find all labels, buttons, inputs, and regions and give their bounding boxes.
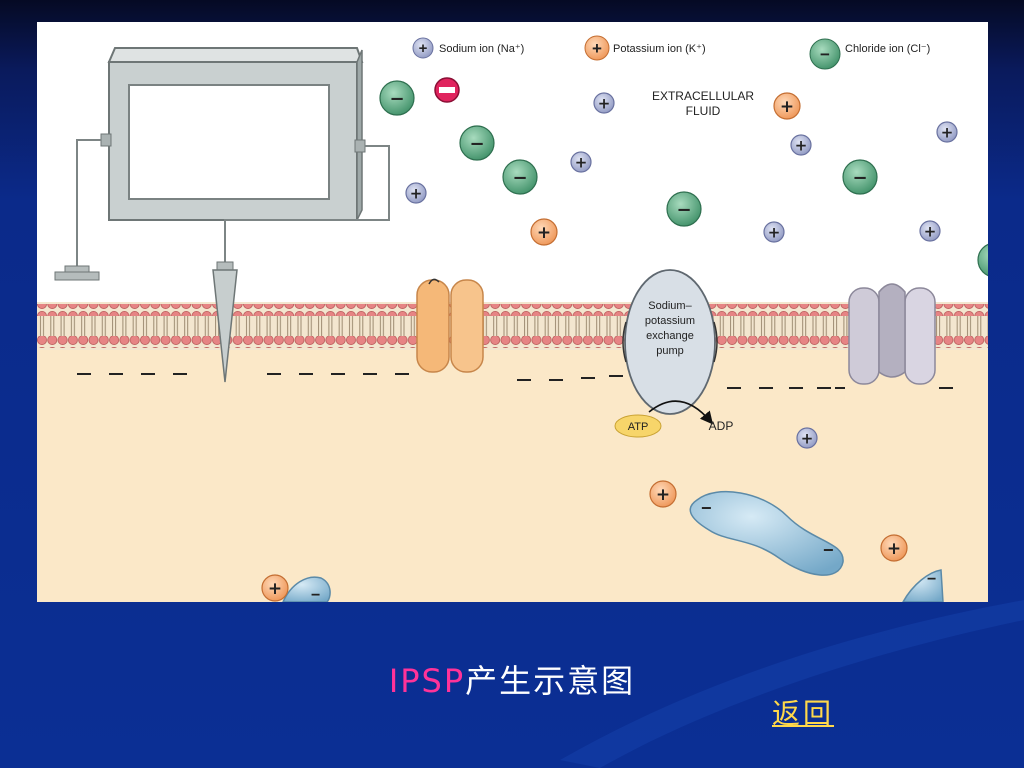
legend-potassium-icon — [584, 35, 610, 61]
pump-label-1: Sodium– — [648, 300, 692, 312]
inhibitory-ion-marker — [434, 77, 460, 103]
slide-caption: IPSP产生示意图 — [0, 656, 1024, 702]
ion-charge-sign: − — [852, 167, 867, 188]
voltmeter-wires — [76, 139, 390, 266]
back-link[interactable]: 返回 — [772, 697, 835, 730]
legend-potassium-sign: + — [592, 39, 602, 58]
voltmeter — [100, 47, 366, 221]
anion-charge-4: − — [927, 571, 936, 588]
ion-charge-sign: − — [512, 167, 527, 188]
pump-label-2: potassium — [645, 315, 695, 327]
chloride-ion: − — [977, 243, 988, 277]
ion-charge-sign: − — [676, 199, 691, 220]
extracellular-label-2: FLUID — [686, 104, 721, 118]
ion-charge-sign: + — [801, 429, 814, 447]
ion-charge-sign: − — [389, 88, 404, 109]
adp-label: ADP — [709, 419, 734, 433]
microelectrode — [212, 261, 238, 383]
ion-charge-sign: − — [987, 250, 988, 271]
diagram-canvas: Sodium– potassium exchange pump ATP ADP … — [37, 35, 988, 602]
anion-charge-2: − — [823, 540, 834, 560]
chloride-ion: − — [459, 125, 495, 161]
intracellular-anions: − − − − — [282, 490, 944, 602]
ion-channel-open — [416, 278, 484, 373]
potassium-ion: + — [261, 574, 289, 602]
sodium-ion: + — [405, 182, 427, 204]
potassium-ion: + — [880, 534, 908, 562]
extracellular-label: EXTRACELLULAR — [652, 89, 754, 103]
chloride-ion: − — [842, 159, 878, 195]
sodium-ion: + — [790, 134, 812, 156]
ground-electrode — [54, 265, 100, 281]
sodium-ion: + — [593, 92, 615, 114]
legend-chloride-icon — [809, 38, 841, 70]
legend-chloride: Chloride ion (Cl⁻) — [845, 43, 930, 55]
ion-charge-sign: + — [410, 184, 423, 202]
ion-charge-sign: + — [656, 485, 670, 505]
sodium-ion: + — [796, 427, 818, 449]
ion-charge-sign: + — [924, 222, 937, 240]
membrane-negative-charges — [77, 373, 953, 389]
legend-sodium-icon — [412, 37, 434, 59]
ion-charge-sign: + — [537, 223, 551, 243]
legend-chloride-sign: − — [820, 45, 830, 64]
anion-charge-1: − — [701, 498, 712, 518]
ion-charge-sign: + — [780, 97, 794, 117]
potassium-ion: + — [773, 92, 801, 120]
ipsp-diagram: Sodium– potassium exchange pump ATP ADP … — [37, 22, 988, 602]
ion-charge-sign: + — [941, 123, 954, 141]
legend-potassium: Potassium ion (K⁺) — [613, 43, 706, 55]
background-swoosh — [560, 600, 1024, 768]
legend-sodium-sign: + — [419, 40, 428, 57]
sodium-ion: + — [570, 151, 592, 173]
ion-charge-sign: − — [469, 133, 484, 154]
sodium-ion: + — [763, 221, 785, 243]
chloride-ion: − — [502, 159, 538, 195]
chloride-ion: − — [666, 191, 702, 227]
ion-charge-sign: + — [795, 136, 808, 154]
caption-chinese: 产生示意图 — [465, 662, 636, 700]
pump-label-4: pump — [656, 345, 684, 357]
sodium-ion: + — [936, 121, 958, 143]
legend-sodium: Sodium ion (Na⁺) — [439, 43, 524, 55]
ion-channel-gray — [848, 283, 936, 385]
potassium-ion: + — [530, 218, 558, 246]
ion-charge-sign: + — [768, 223, 781, 241]
caption-ipsp: IPSP — [388, 662, 466, 700]
legend: + Sodium ion (Na⁺) + Potassium ion (K⁺) … — [412, 35, 930, 70]
atp-reaction: ATP ADP — [614, 400, 734, 438]
pump-label-3: exchange — [646, 330, 694, 342]
ion-charge-sign: + — [268, 579, 282, 599]
cell-membrane — [37, 302, 988, 350]
intracellular-fluid — [37, 347, 988, 602]
ion-charge-sign: + — [575, 153, 588, 171]
potassium-ion: + — [649, 480, 677, 508]
sodium-potassium-pump: Sodium– potassium exchange pump — [622, 269, 718, 415]
anion-charge-3: − — [311, 587, 320, 602]
atp-badge — [614, 414, 662, 438]
ions-layer: − − − − − − + + + + + + + + + + + + + — [261, 80, 988, 602]
voltmeter-screen — [128, 84, 330, 200]
ion-charge-sign: + — [887, 539, 901, 559]
sodium-ion: + — [919, 220, 941, 242]
ion-charge-sign: + — [598, 94, 611, 112]
atp-label: ATP — [628, 421, 649, 433]
chloride-ion: − — [379, 80, 415, 116]
